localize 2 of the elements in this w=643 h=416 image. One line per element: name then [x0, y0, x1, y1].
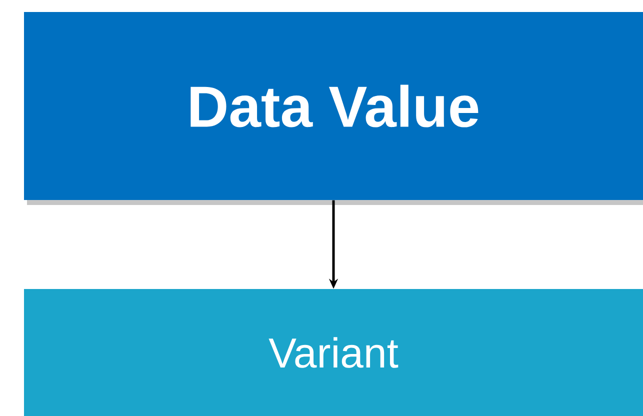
process-box: Variant [24, 289, 643, 416]
process-box: Data Value [24, 12, 643, 205]
